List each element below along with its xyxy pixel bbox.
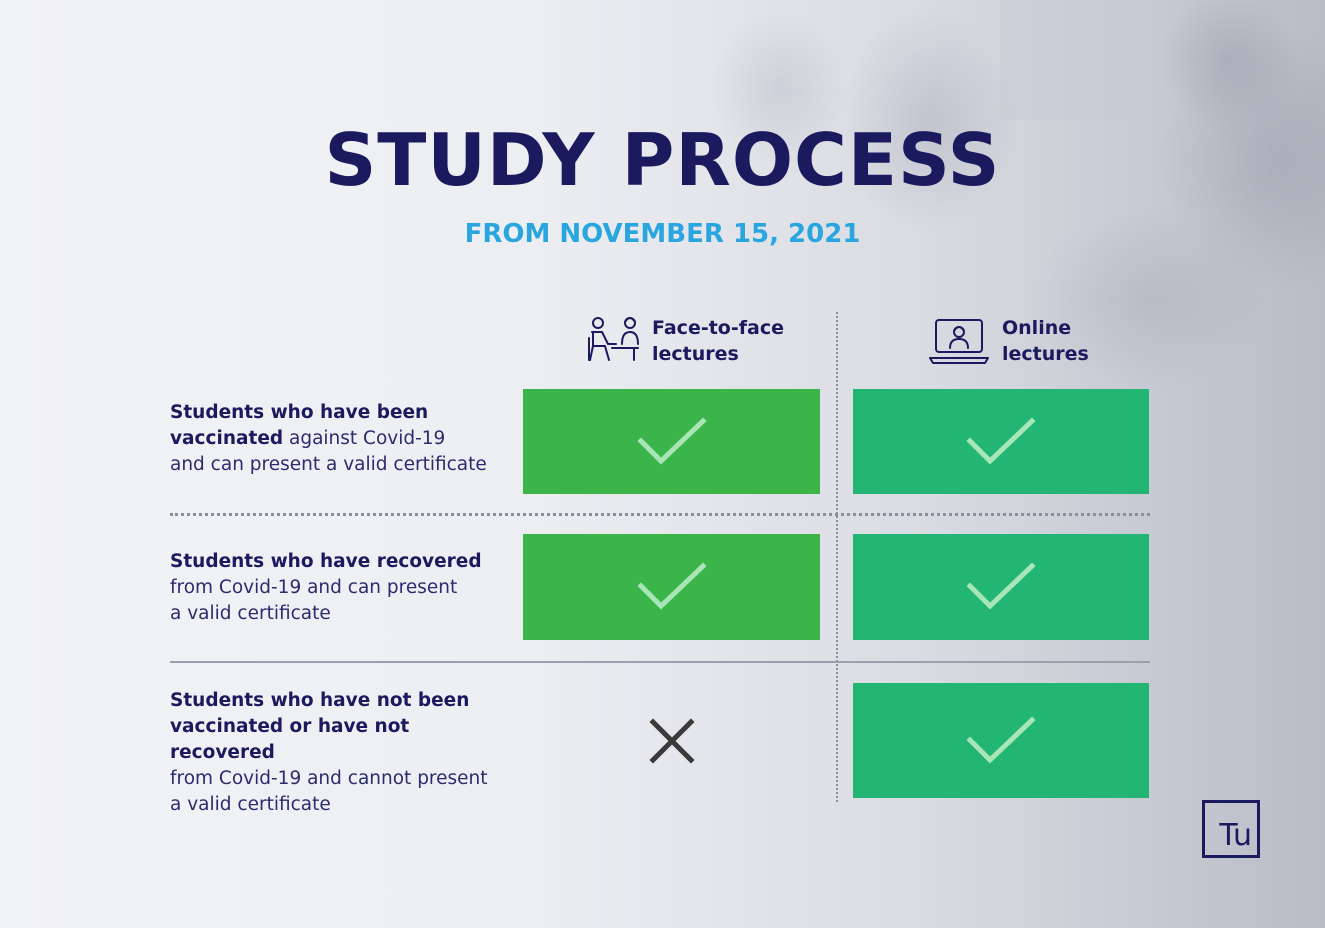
check-icon bbox=[636, 562, 707, 610]
cell-vaccinated-face-to-face bbox=[523, 389, 820, 494]
row-label-bold: vaccinated or have not recovered bbox=[170, 716, 410, 763]
row-divider bbox=[170, 661, 1150, 663]
row-label-vaccinated: Students who have been vaccinated agains… bbox=[170, 400, 500, 478]
column-divider bbox=[836, 312, 838, 802]
row-label-not-vaccinated: Students who have not been vaccinated or… bbox=[170, 688, 500, 818]
row-label-text: a valid certificate bbox=[170, 603, 331, 624]
column-label-line1: Face-to-face bbox=[652, 317, 784, 339]
logo: Tu bbox=[1202, 800, 1260, 858]
row-label-text: against Covid-19 bbox=[283, 428, 446, 449]
row-label-text: from Covid-19 and cannot present bbox=[170, 768, 488, 789]
cell-recovered-face-to-face bbox=[523, 534, 820, 640]
page-subtitle: FROM NOVEMBER 15, 2021 bbox=[464, 219, 861, 249]
page-title: STUDY PROCESS bbox=[324, 118, 1001, 202]
column-header-face-to-face: Face-to-face lectures bbox=[586, 314, 784, 368]
column-label-line2: lectures bbox=[1002, 343, 1089, 365]
row-label-bold: Students who have not been bbox=[170, 690, 470, 711]
laptop-icon bbox=[929, 319, 989, 364]
cell-recovered-online bbox=[853, 534, 1149, 640]
row-label-text: and can present a valid certificate bbox=[170, 454, 487, 475]
row-label-bold: Students who have recovered bbox=[170, 551, 482, 572]
column-label-line1: Online bbox=[1002, 317, 1072, 339]
column-header-online: Online lectures bbox=[928, 314, 1089, 368]
cross-icon bbox=[648, 717, 695, 764]
cell-not-vaccinated-face-to-face bbox=[523, 683, 820, 798]
row-label-text: a valid certificate bbox=[170, 794, 331, 815]
check-icon bbox=[966, 416, 1036, 464]
row-label-text: from Covid-19 and can present bbox=[170, 577, 458, 598]
check-icon bbox=[966, 562, 1036, 610]
column-label-line2: lectures bbox=[652, 343, 739, 365]
check-icon bbox=[966, 715, 1036, 763]
row-divider bbox=[170, 513, 1150, 516]
cell-vaccinated-online bbox=[853, 389, 1149, 494]
row-label-bold: Students who have been bbox=[170, 402, 429, 423]
row-label-recovered: Students who have recovered from Covid-1… bbox=[170, 549, 500, 627]
row-label-bold: vaccinated bbox=[170, 428, 284, 449]
cell-not-vaccinated-online bbox=[853, 683, 1149, 798]
check-icon bbox=[636, 416, 707, 464]
classroom-icon bbox=[588, 317, 639, 361]
